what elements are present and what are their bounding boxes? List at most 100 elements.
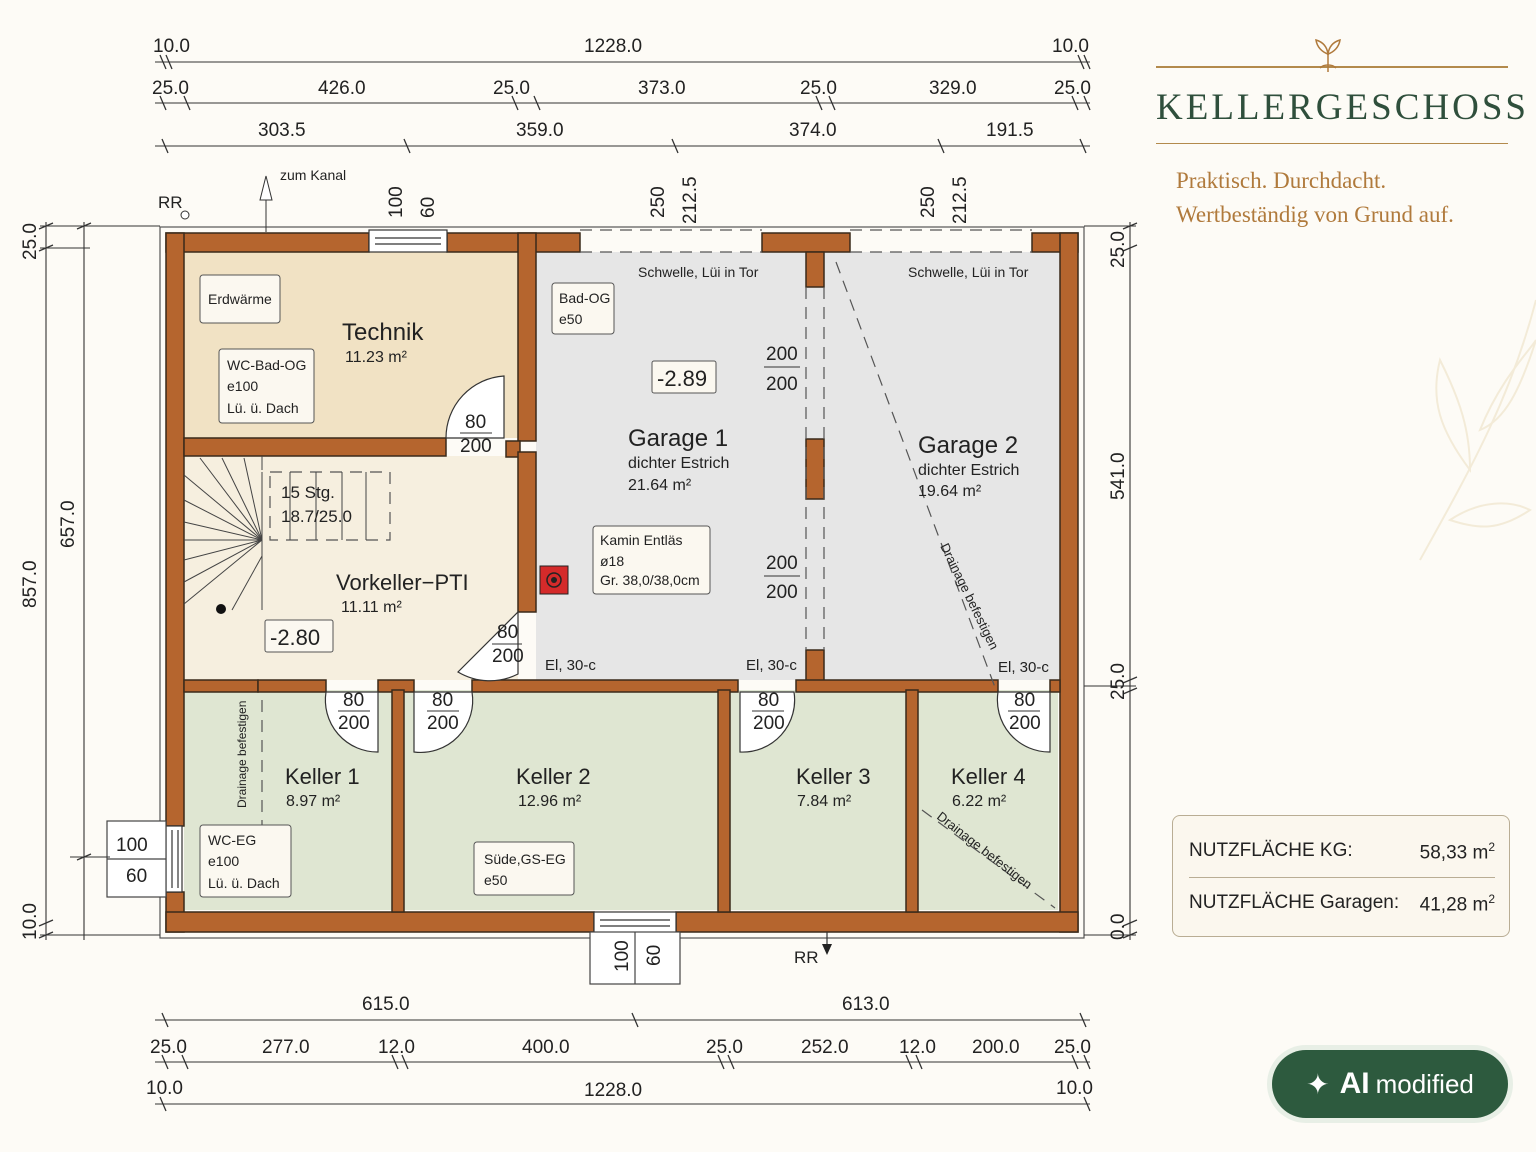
dim-bottom-2c: 12.0 xyxy=(378,1037,415,1058)
dim-bottom-2d: 400.0 xyxy=(522,1037,570,1058)
garage1-area: 21.64 m² xyxy=(628,477,692,494)
stairs xyxy=(183,456,367,611)
zum-kanal-label: zum Kanal xyxy=(280,167,346,183)
dim-top-2e: 25.0 xyxy=(800,78,837,99)
schwelle-label-2: Schwelle, Lüi in Tor xyxy=(908,264,1029,280)
brand-rule-top xyxy=(1156,66,1508,68)
wc-eg-line1: WC-EG xyxy=(208,832,256,848)
area-summary: NUTZFLÄCHE KG: 58,33 m2 NUTZFLÄCHE Garag… xyxy=(1172,815,1510,937)
garage1-floor: dichter Estrich xyxy=(628,455,729,472)
leaf-decoration xyxy=(1419,299,1536,561)
bottom-win-dim-a: 100 xyxy=(612,940,633,972)
door-swings xyxy=(324,375,1051,754)
top-win1-dim-b: 60 xyxy=(418,197,439,218)
dim-top-1a: 10.0 xyxy=(153,36,190,57)
door-keller2-h: 200 xyxy=(427,713,459,734)
top-win1-dim-a: 100 xyxy=(386,186,407,218)
area-kg-value: 58,33 m2 xyxy=(1420,840,1495,864)
chimney-flue-icon xyxy=(546,572,562,588)
technik-area: 11.23 m² xyxy=(345,349,408,366)
dim-top-2g: 25.0 xyxy=(1054,78,1091,99)
tagline-line-2: Wertbeständig von Grund auf. xyxy=(1176,202,1454,227)
suede-line1: Süde,GS-EG xyxy=(484,851,566,867)
dim-right-3: 25.0 xyxy=(1108,663,1129,700)
dim-right-2: 541.0 xyxy=(1108,452,1129,500)
area-row-garage: NUTZFLÄCHE Garagen: 41,28 m2 xyxy=(1189,892,1495,916)
technik-name: Technik xyxy=(342,319,424,346)
area-kg-sup: 2 xyxy=(1488,840,1495,854)
keller1-area: 8.97 m² xyxy=(286,793,341,810)
left-win-dim-a: 100 xyxy=(116,835,148,856)
wc-bad-og-line1: WC-Bad-OG xyxy=(227,357,306,373)
door-labels xyxy=(338,366,1040,712)
area-garage-label: NUTZFLÄCHE Garagen: xyxy=(1189,892,1400,913)
tagline: Praktisch. Durchdacht. Wertbeständig von… xyxy=(1156,164,1508,232)
area-garage-sup: 2 xyxy=(1488,892,1495,906)
area-kg-label: NUTZFLÄCHE KG: xyxy=(1189,840,1353,861)
area-kg-number: 58,33 m xyxy=(1419,842,1489,864)
vorkeller-area: 11.11 m² xyxy=(341,599,402,616)
dim-top-3a: 303.5 xyxy=(258,120,306,141)
brand-rule-bottom xyxy=(1156,142,1508,144)
wc-bad-og-line3: Lü. ü. Dach xyxy=(227,400,299,416)
level-garage: -2.89 xyxy=(657,366,707,391)
rr-marker-icon xyxy=(180,210,190,220)
dim-bottom-2g: 12.0 xyxy=(899,1037,936,1058)
door-keller2-w: 80 xyxy=(432,690,453,711)
bad-og-line2: e50 xyxy=(559,311,583,327)
dim-top-2b: 426.0 xyxy=(318,78,366,99)
bottom-win-dim-b: 60 xyxy=(644,945,665,966)
door-keller1-h: 200 xyxy=(338,713,370,734)
garage-door-lines xyxy=(261,229,1056,909)
dim-bottom-3a: 10.0 xyxy=(146,1078,183,1099)
opening-lower-a: 200 xyxy=(766,553,798,574)
kamin-line1: Kamin Entläs xyxy=(600,532,682,548)
schwelle-label-1: Schwelle, Lüi in Tor xyxy=(638,264,759,280)
door-keller3-w: 80 xyxy=(758,690,779,711)
opening-lower-b: 200 xyxy=(766,582,798,603)
area-row-kg: NUTZFLÄCHE KG: 58,33 m2 xyxy=(1189,840,1495,864)
stair-start-dot xyxy=(216,604,226,614)
badge-ai: AI xyxy=(1339,1067,1370,1100)
tagline-line-1: Praktisch. Durchdacht. xyxy=(1176,168,1387,193)
drainage-label-3: Drainage befestigen xyxy=(235,701,249,808)
dim-top-3c: 374.0 xyxy=(789,120,837,141)
top-win2-dim-a: 250 xyxy=(648,186,669,218)
garage2-fill xyxy=(820,252,1060,680)
keller1-name: Keller 1 xyxy=(285,764,360,789)
chimney-flue-inner xyxy=(551,577,557,583)
keller4-name: Keller 4 xyxy=(951,764,1026,789)
dim-top-2a: 25.0 xyxy=(152,78,189,99)
walls xyxy=(165,232,1079,933)
dimension-extensions xyxy=(40,225,1136,936)
garage1-name: Garage 1 xyxy=(628,425,728,452)
door-technik-w: 80 xyxy=(465,412,486,433)
dim-top-2c: 25.0 xyxy=(493,78,530,99)
dim-bottom-3c: 10.0 xyxy=(1056,1078,1093,1099)
page-title: KELLERGESCHOSS xyxy=(1156,86,1529,128)
dim-left-inner: 657.0 xyxy=(58,500,79,548)
vorkeller-name: Vorkeller−PTI xyxy=(336,570,469,595)
area-garage-value: 41,28 m2 xyxy=(1420,892,1495,916)
dim-bottom-2a: 25.0 xyxy=(150,1037,187,1058)
ai-modified-badge: ✦ AI modified xyxy=(1272,1050,1508,1118)
dim-bottom-1a: 615.0 xyxy=(362,994,410,1015)
keller2-area: 12.96 m² xyxy=(518,793,582,810)
wc-eg-line2: e100 xyxy=(208,853,239,869)
dim-top-3b: 359.0 xyxy=(516,120,564,141)
rr-label-top: RR xyxy=(158,193,183,212)
suede-line2: e50 xyxy=(484,872,508,888)
top-win3-dim-a: 250 xyxy=(918,186,939,218)
dim-left-3: 10.0 xyxy=(20,903,41,940)
north-arrow-icon xyxy=(259,175,273,232)
keller2-name: Keller 2 xyxy=(516,764,591,789)
sparkle-icon: ✦ xyxy=(1306,1068,1330,1100)
label-boxes xyxy=(199,274,717,898)
dim-right-1: 25.0 xyxy=(1108,231,1129,268)
garage2-name: Garage 2 xyxy=(918,432,1018,459)
dim-left-2: 857.0 xyxy=(20,560,41,608)
dim-left-1: 25.0 xyxy=(20,223,41,260)
door-technik-h: 200 xyxy=(460,436,492,457)
garage2-floor: dichter Estrich xyxy=(918,462,1019,479)
